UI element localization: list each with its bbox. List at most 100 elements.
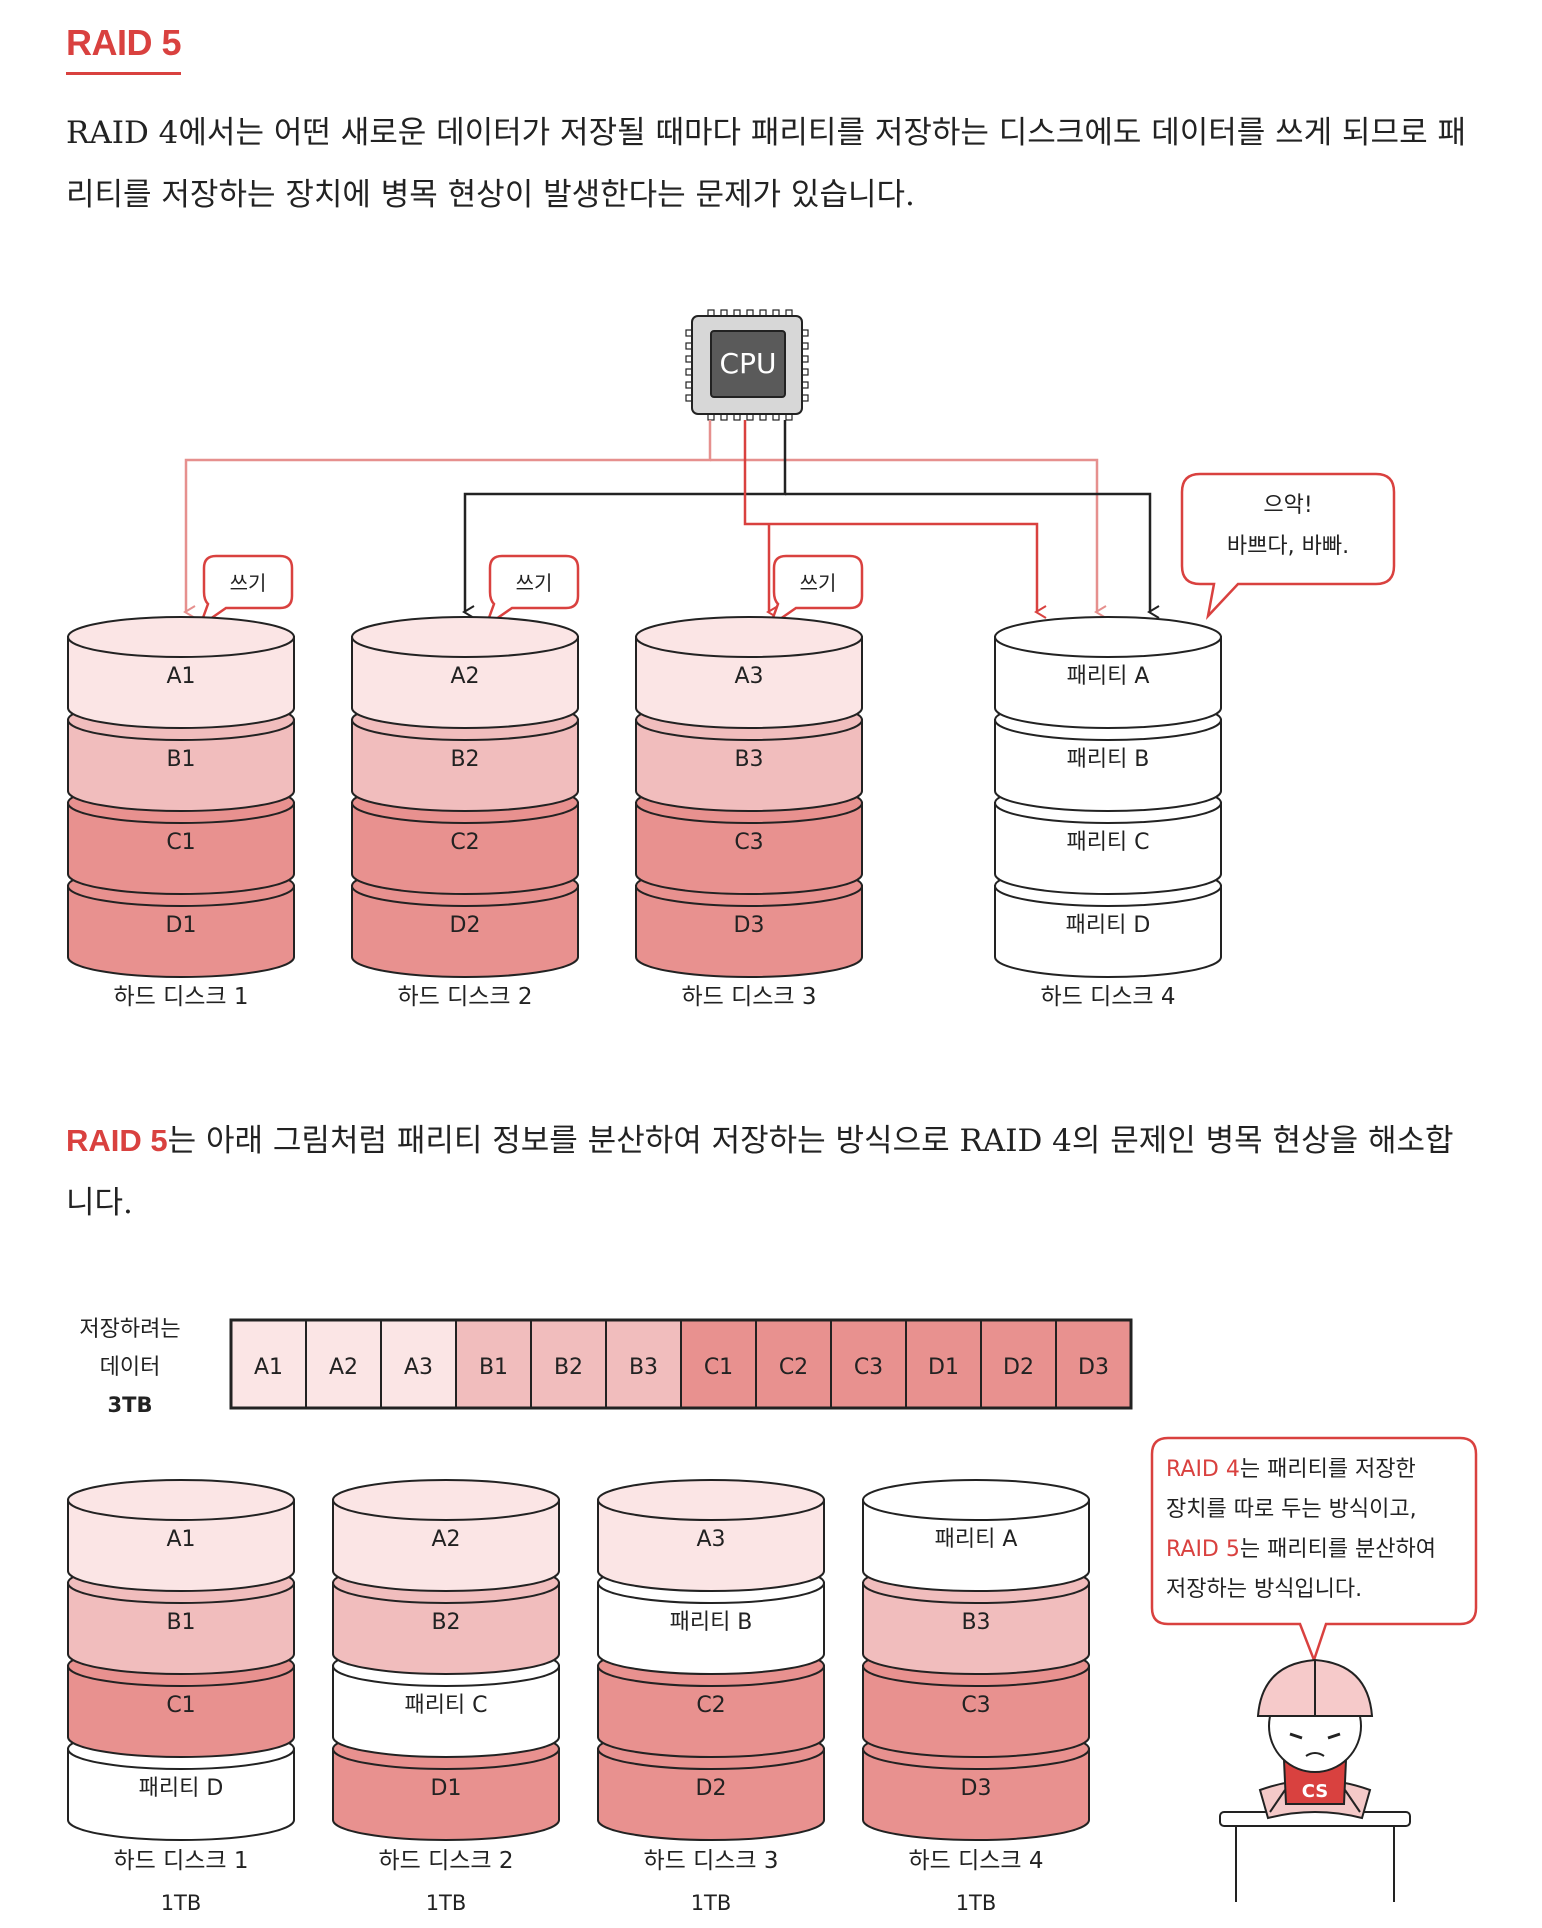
disk-block-label: D1: [431, 1776, 462, 1801]
disk-size: 1TB: [426, 1891, 467, 1915]
disk-block: A2: [332, 1479, 560, 1592]
disk-block-label: A1: [166, 664, 195, 689]
raid5-highlight: RAID 5: [66, 1123, 168, 1158]
disk-size: 1TB: [956, 1891, 997, 1915]
data-label-line-1: 저장하려는: [79, 1317, 180, 1342]
disk-block-label: A3: [734, 664, 763, 689]
shout-line-1: 으악!: [1263, 493, 1312, 518]
data-block: D1: [905, 1319, 982, 1409]
disk-block-label: A2: [431, 1527, 460, 1552]
note-bubble: [1150, 1436, 1478, 1664]
data-block: A2: [305, 1319, 382, 1409]
write-label: 쓰기: [800, 571, 837, 595]
disk-block-label: D2: [450, 913, 481, 938]
disk-block-label: C3: [734, 830, 763, 855]
disk-block: 패리티 A: [862, 1479, 1090, 1592]
data-block-label: B3: [629, 1355, 658, 1380]
disk-block-label: C1: [166, 830, 195, 855]
note-line3-rest: 는 패리티를 분산하여: [1239, 1537, 1437, 1562]
data-block-label: A2: [329, 1355, 358, 1380]
parity-write-arrow-red: [743, 420, 1047, 619]
disk-block-label: 패리티 C: [1066, 830, 1149, 855]
intro-paragraph: RAID 4에서는 어떤 새로운 데이터가 저장될 때마다 패리티를 저장하는 …: [66, 115, 1466, 213]
data-block-label: C3: [854, 1355, 883, 1380]
disk-block-label: 패리티 A: [935, 1527, 1018, 1552]
data-block-label: D2: [1003, 1355, 1034, 1380]
hard-disk-3: D3 C3 B3 A3: [635, 616, 863, 978]
data-block: B1: [455, 1319, 532, 1409]
disk-block: 패리티 A: [994, 616, 1222, 729]
data-block-label: C1: [704, 1355, 733, 1380]
data-block-label: B1: [479, 1355, 508, 1380]
data-block-label: A1: [254, 1355, 283, 1380]
disk-block: A2: [351, 616, 579, 729]
parity-write-arrow-light: [710, 458, 1107, 619]
note-line4: 저장하는 방식입니다.: [1166, 1577, 1363, 1602]
disk-block-label: C3: [961, 1693, 990, 1718]
data-block: C3: [830, 1319, 907, 1409]
note-raid5: RAID 5: [1166, 1537, 1240, 1562]
write-arrows: [183, 420, 1160, 619]
disk-name: 하드 디스크 2: [397, 984, 532, 1010]
data-block: A1: [230, 1319, 307, 1409]
mascot: CS: [1219, 1658, 1411, 1902]
disk-name: 하드 디스크 1: [113, 1848, 248, 1874]
disk-block: A1: [67, 616, 295, 729]
disk-block-label: 패리티 A: [1067, 664, 1150, 689]
write-bubble: 쓰기: [483, 554, 580, 630]
disk-block-label: A1: [166, 1527, 195, 1552]
raid5-paragraph: RAID 5는 아래 그림처럼 패리티 정보를 분산하여 저장하는 방식으로 R…: [66, 1110, 1466, 1234]
note-text: RAID 4는 패리티를 저장한 장치를 따로 두는 방식이고, RAID 5는…: [1146, 1436, 1464, 1624]
disk-size: 1TB: [161, 1891, 202, 1915]
disk-block-label: C2: [696, 1693, 725, 1718]
write-label: 쓰기: [230, 571, 267, 595]
data-block: D3: [1055, 1319, 1132, 1409]
data-block: B3: [605, 1319, 682, 1409]
hard-disk-2: D2 C2 B2 A2: [351, 616, 579, 978]
data-block-label: C2: [779, 1355, 808, 1380]
disk-name: 하드 디스크 4: [1040, 984, 1175, 1010]
disk-block-label: B2: [450, 747, 479, 772]
data-block-label: D3: [1078, 1355, 1109, 1380]
write-arrow-disk2: [462, 420, 787, 619]
disk-block-label: B3: [734, 747, 763, 772]
parity-write-arrow-dark: [785, 492, 1160, 619]
disk-block: A3: [597, 1479, 825, 1592]
shout-line-2: 바쁘다, 바빠.: [1227, 534, 1349, 559]
disk-block-label: D2: [696, 1776, 727, 1801]
data-label-line-2: 데이터: [100, 1355, 161, 1380]
disk-block-label: A3: [696, 1527, 725, 1552]
write-arrow-disk1: [183, 420, 712, 619]
data-size-label: 3TB: [108, 1393, 153, 1417]
section-title: RAID 5: [66, 22, 182, 75]
raid5-paragraph-text: 는 아래 그림처럼 패리티 정보를 분산하여 저장하는 방식으로 RAID 4의…: [66, 1123, 1454, 1221]
disk-name: 하드 디스크 1: [113, 984, 248, 1010]
disk-block-label: B1: [166, 1610, 195, 1635]
data-block-label: D1: [928, 1355, 959, 1380]
disk-block-label: D3: [734, 913, 765, 938]
shout-bubble: 으악! 바쁘다, 바빠.: [1180, 472, 1396, 620]
disk-block-label: C1: [166, 1693, 195, 1718]
data-block-label: B2: [554, 1355, 583, 1380]
hard-disk-1: 패리티 D C1 B1 A1: [67, 1479, 295, 1841]
write-label: 쓰기: [516, 571, 553, 595]
disk-block-label: 패리티 D: [139, 1776, 224, 1801]
disk-name: 하드 디스크 2: [378, 1848, 513, 1874]
cpu-chip: CPU: [685, 309, 809, 421]
write-bubbles: 쓰기 쓰기 쓰기: [197, 554, 864, 630]
data-block: A3: [380, 1319, 457, 1409]
cpu-label: CPU: [720, 347, 777, 380]
disk-name: 하드 디스크 3: [643, 1848, 778, 1874]
data-block-label: A3: [404, 1355, 433, 1380]
disk-block-label: B2: [431, 1610, 460, 1635]
disk-block-label: C2: [450, 830, 479, 855]
disk-block: A1: [67, 1479, 295, 1592]
disk-block-label: B1: [166, 747, 195, 772]
